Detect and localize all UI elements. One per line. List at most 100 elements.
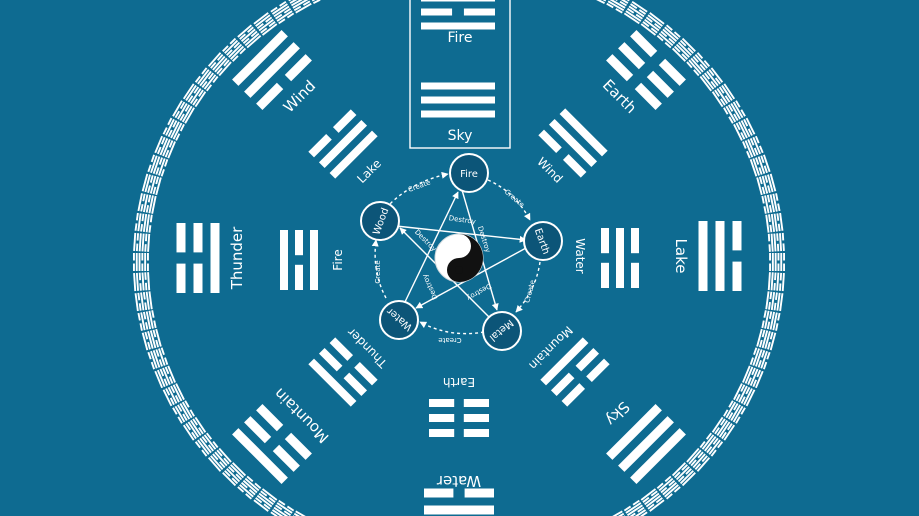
ring-line (182, 424, 195, 441)
ring-line (673, 31, 681, 38)
ring-line (625, 10, 642, 22)
ring-line (588, 0, 606, 4)
ring-line (783, 253, 785, 261)
ring-line (229, 45, 245, 60)
ring-line (199, 70, 212, 87)
ring-line (244, 477, 260, 492)
ring-line (725, 105, 737, 123)
ring-line (769, 332, 777, 351)
ring-line (662, 482, 678, 496)
ring-line (177, 404, 183, 412)
ring-line (149, 175, 157, 194)
ring-line (205, 432, 213, 440)
ring-line (144, 282, 148, 291)
ring-line (673, 486, 681, 493)
ring-line (711, 416, 724, 433)
ring-line (717, 441, 724, 449)
ring-line (240, 482, 248, 489)
outer-trigram-left (176, 223, 220, 293)
ring-line (167, 386, 178, 404)
ring-line (271, 509, 288, 516)
ring-line (710, 80, 717, 88)
ring-line (726, 423, 733, 431)
trigram-line-broken (646, 70, 674, 98)
ring-line (753, 147, 759, 156)
ring-line (763, 165, 768, 174)
ring-line (189, 409, 195, 417)
ring-line (218, 61, 232, 77)
trigram-line-solid (421, 0, 495, 2)
ring-line (158, 157, 163, 165)
ring-line (184, 107, 195, 124)
ring-line (149, 175, 154, 183)
trigram-line-broken (176, 223, 186, 253)
ring-line (135, 212, 139, 221)
outer-trigram-bottom (424, 488, 494, 515)
ring-hexagram (765, 212, 784, 233)
ring-line (140, 203, 144, 212)
ring-line (263, 503, 271, 510)
ring-line (239, 33, 246, 40)
ring-line (147, 263, 149, 271)
ring-line (160, 136, 166, 145)
ring-line (732, 405, 744, 423)
ring-line (640, 23, 657, 36)
ring-line (664, 475, 672, 483)
ring-line (738, 385, 748, 403)
outer-trigram-lower-left (232, 404, 312, 484)
ring-line (165, 388, 171, 396)
ring-line (182, 83, 195, 100)
ring-line (197, 439, 210, 455)
ring-line (141, 173, 149, 192)
ring-line (773, 213, 778, 232)
ring-line (777, 263, 780, 271)
ring-line (767, 272, 771, 291)
ring-line (764, 331, 771, 349)
ring-line (168, 140, 174, 148)
outer-trigram-right (698, 221, 742, 291)
ring-line (645, 494, 662, 508)
ring-line (606, 2, 614, 9)
ring-line (763, 206, 767, 214)
ring-line (768, 311, 773, 319)
ring-line (137, 292, 141, 301)
ring-hexagram (656, 475, 681, 500)
ring-line (761, 175, 769, 194)
ring-line (164, 357, 169, 366)
ring-line (231, 55, 239, 62)
trigram-line-solid (210, 223, 220, 293)
ring-line (686, 61, 693, 69)
ring-line (766, 194, 771, 203)
yin-yang-icon (434, 233, 484, 283)
ring-line (743, 388, 753, 406)
ring-line (207, 72, 215, 80)
ring-line (158, 158, 166, 176)
ring-line (187, 95, 194, 103)
ring-line (273, 5, 290, 18)
ring-line (690, 459, 697, 467)
ring-line (742, 141, 747, 149)
ring-line (697, 451, 704, 459)
ring-line (145, 205, 150, 213)
ring-line (782, 243, 785, 251)
ring-line (138, 303, 142, 311)
trigram-line-broken (562, 154, 587, 178)
ring-line (156, 146, 162, 155)
ring-line (222, 472, 237, 487)
ring-line (144, 331, 149, 340)
trigram-line-solid (698, 221, 708, 291)
ring-line (779, 272, 783, 281)
trigram-line-broken (176, 263, 186, 293)
ring-hexagram (154, 365, 176, 389)
ring-line (710, 67, 724, 83)
ring-line (761, 350, 766, 358)
ring-line (730, 404, 741, 421)
ring-line (231, 462, 247, 477)
trigram-line-solid (232, 428, 288, 484)
ring-line (155, 349, 160, 357)
ring-hexagram (134, 291, 153, 312)
ring-line (664, 41, 672, 49)
ring-hexagram (733, 383, 756, 407)
ring-line (623, 505, 632, 512)
ring-line (757, 359, 762, 368)
